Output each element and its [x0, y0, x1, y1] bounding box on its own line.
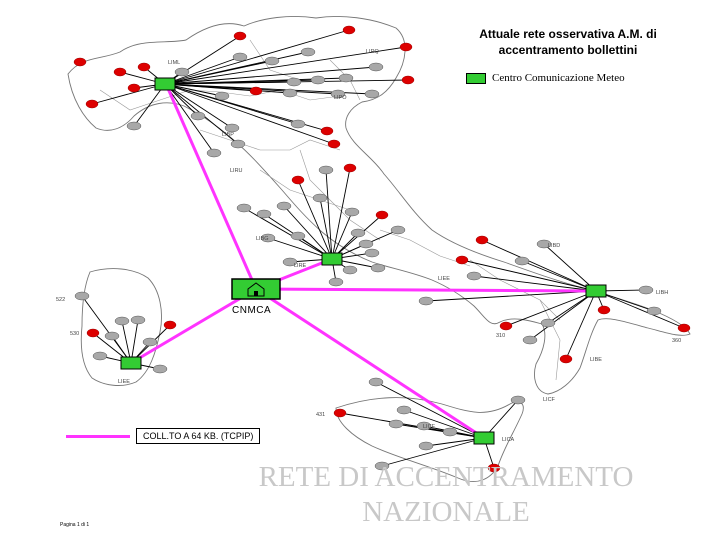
svg-text:360: 360 [672, 338, 681, 344]
footer-line-1: RETE DI ACCENTRAMENTO [258, 461, 634, 493]
center-sicilia [473, 431, 495, 445]
legend-link-label: COLL.TO A 64 KB. (TCPIP) [136, 428, 261, 444]
svg-text:LIEE: LIEE [118, 379, 130, 385]
coastline [67, 16, 691, 482]
legend-green-swatch [466, 72, 486, 84]
legend-center-label: Centro Comunicazione Meteo [492, 72, 625, 84]
svg-text:LIBP: LIBP [222, 132, 234, 138]
svg-text:431: 431 [316, 412, 325, 418]
link-cnmca-southeast [255, 287, 597, 293]
sicily-spoke-lines [339, 381, 519, 469]
svg-text:530: 530 [70, 331, 79, 337]
link-cnmca-sicily [255, 287, 485, 440]
title-line-2: accentramento bollettini [498, 43, 638, 57]
svg-text:LIRQ: LIRQ [366, 49, 380, 55]
svg-text:LIRE: LIRE [294, 263, 307, 269]
station-code-labels: LIML LIRQ LIPO LIBP LIRU LIBG LIRE LIBD … [56, 49, 681, 443]
italy-peninsula-outline [67, 16, 691, 395]
svg-text:LIBD: LIBD [548, 243, 560, 249]
red-stations [73, 25, 691, 473]
svg-text:LICE: LICE [423, 424, 436, 430]
house-icon [247, 282, 265, 297]
regional-centers [120, 77, 607, 445]
cnmca-hub [231, 278, 281, 300]
center-roma [321, 252, 343, 266]
map-title: Attuale rete osservativa A.M. di accentr… [448, 26, 688, 58]
svg-text:522: 522 [56, 297, 65, 303]
legend-magenta-line [66, 434, 130, 438]
cnmca-label: CNMCA [232, 305, 272, 316]
svg-text:LIBH: LIBH [656, 290, 668, 296]
link-cnmca-sardinia [130, 287, 257, 365]
center-brindisi [585, 284, 607, 298]
svg-text:LICF: LICF [543, 397, 556, 403]
center-sardegna [120, 356, 142, 370]
center-milano [154, 77, 176, 91]
sardinia-outline [80, 268, 162, 386]
page-note: Pagina 1 di 1 [60, 522, 90, 528]
svg-text:LIML: LIML [168, 60, 180, 66]
sicily-outline [335, 397, 524, 482]
footer-line-2: NAZIONALE [362, 496, 530, 528]
svg-text:LIBE: LIBE [590, 357, 602, 363]
svg-text:LIPO: LIPO [334, 95, 347, 101]
legend-link-item: COLL.TO A 64 KB. (TCPIP) [66, 428, 261, 444]
svg-text:LIRU: LIRU [230, 168, 243, 174]
backbone-links [130, 83, 597, 440]
title-line-1: Attuale rete osservativa A.M. di [479, 27, 657, 41]
svg-text:LIBG: LIBG [256, 236, 269, 242]
svg-text:LIEE: LIEE [438, 276, 450, 282]
link-cnmca-north [164, 83, 258, 290]
svg-text:LICA: LICA [502, 437, 515, 443]
legend-center-item: Centro Comunicazione Meteo [466, 72, 625, 84]
footer-watermark: RETE DI ACCENTRAMENTO NAZIONALE [236, 460, 656, 530]
grey-stations [74, 47, 662, 471]
svg-text:310: 310 [496, 333, 505, 339]
